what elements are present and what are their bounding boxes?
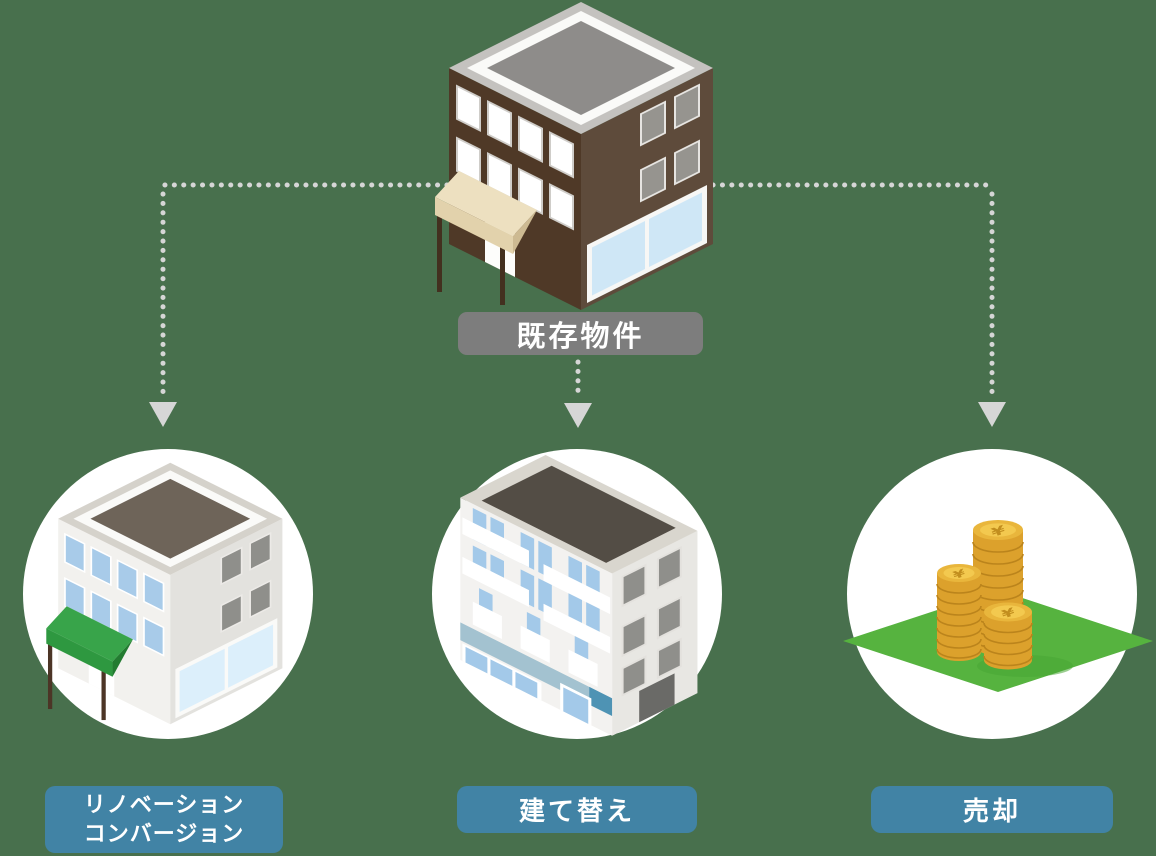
svg-text:¥: ¥: [1000, 605, 1017, 622]
renovation-label-line2: コンバージョン: [83, 821, 245, 847]
rebuild-building-icon: [460, 454, 698, 736]
arrow-to-sale: [710, 182, 1006, 427]
option-label-renovation: リノベーション コンバージョン: [45, 786, 283, 853]
renovation-label-line1: リノベーション: [83, 792, 245, 818]
existing-building-illustration: [435, 2, 713, 310]
option-label-sale: 売却: [871, 786, 1113, 833]
svg-text:¥: ¥: [989, 522, 1007, 540]
rebuild-label-text: 建て替え: [518, 797, 635, 827]
coin-stack-medium: ¥: [936, 564, 982, 661]
existing-property-label: 既存物件: [458, 312, 703, 355]
renovation-building-icon: [46, 462, 283, 725]
arrow-to-rebuild: [564, 359, 592, 428]
sale-label-text: 売却: [962, 797, 1021, 827]
option-label-rebuild: 建て替え: [457, 786, 697, 833]
sale-coins-icon: ¥ ¥ ¥: [843, 520, 1153, 692]
coin-stack-short: ¥: [983, 602, 1033, 670]
arrow-to-renovation: [149, 182, 450, 427]
svg-text:¥: ¥: [952, 567, 967, 582]
existing-property-label-text: 既存物件: [516, 318, 645, 353]
